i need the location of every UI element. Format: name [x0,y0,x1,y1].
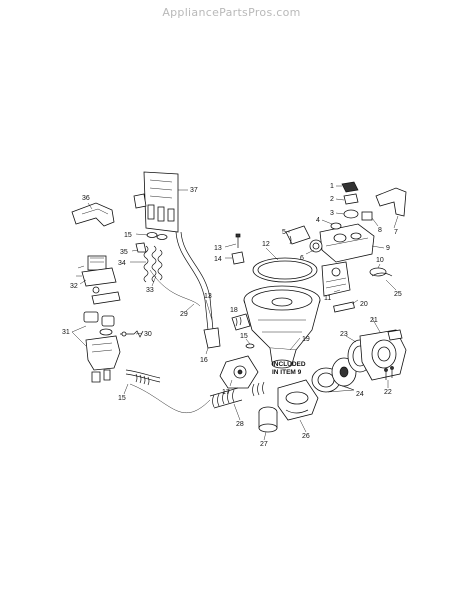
callout-26: 26 [302,433,310,440]
callout-12: 12 [262,241,270,248]
part-sump-housing [243,285,321,369]
callout-21: 21 [370,317,378,324]
part-35-clamp [135,242,147,253]
part-bellows-mid [252,381,265,397]
callout-13-top: 13 [214,245,222,252]
part-32-solenoid [76,255,121,305]
part-3-ring [343,209,359,219]
callout-30: 30 [144,331,152,338]
part-22-screws [384,366,394,380]
callout-5: 5 [282,229,286,236]
part-2-seal [343,193,359,205]
part-30-clip [120,330,144,338]
callout-36: 36 [82,195,90,202]
callout-7: 7 [394,229,398,236]
callout-16: 16 [200,357,208,364]
part-21-motor-housing [359,329,407,381]
drain-hose-route [129,383,211,413]
callout-20: 20 [360,301,368,308]
callout-24: 24 [356,391,364,398]
callout-13-mid: 13 [204,293,212,300]
part-36-cover [71,202,115,227]
part-9-body [319,223,375,263]
part-1-cap [341,181,359,193]
part-4-cup [330,222,342,230]
part-15-hose-left [125,369,161,386]
callout-33: 33 [146,287,154,294]
part-8-cap [361,211,373,221]
part-26-motor [277,379,319,421]
part-12-ring [252,257,318,283]
callout-22: 22 [384,389,392,396]
callout-11: 11 [324,295,331,302]
site-watermark: AppliancePartsPros.com [162,6,301,19]
callout-27: 27 [260,441,268,448]
part-20-pin [333,301,355,313]
part-15-rings-top [146,232,168,240]
callout-29: 29 [180,311,188,318]
callout-17: 17 [222,389,230,396]
callout-18: 18 [230,307,238,314]
callout-10: 10 [376,257,384,264]
part-10-ring [369,267,387,277]
callout-3: 3 [330,210,334,217]
part-6-seal [309,239,323,253]
callout-15-sump: 15 [240,333,248,340]
leader-lines [71,185,399,441]
callout-37: 37 [190,187,198,194]
callout-35: 35 [120,249,128,256]
note-included-line2: IN ITEM 9 [272,369,302,376]
callout-31: 31 [62,329,70,336]
callout-9: 9 [386,245,390,252]
part-33-spring [157,249,163,281]
part-27-cap [258,406,278,433]
part-11-valve [321,261,351,297]
part-28-bellows [209,387,243,409]
callout-15-top: 15 [124,232,132,239]
part-5-tube [285,225,311,245]
callout-6: 6 [300,255,304,262]
callout-2: 2 [330,196,334,203]
part-14-block [231,251,245,265]
callout-25: 25 [394,291,402,298]
part-15-ring-sump [245,343,255,349]
callout-28: 28 [236,421,244,428]
part-18-fitting [231,313,251,331]
callout-23: 23 [340,331,348,338]
callout-32: 32 [70,283,78,290]
part-13-screw [235,233,241,248]
part-37-panel [133,171,179,233]
callout-15-left: 15 [118,395,126,402]
callout-4: 4 [316,217,320,224]
part-34-spring [143,245,157,283]
part-31-assembly [83,311,121,383]
callout-1: 1 [330,183,334,190]
part-7-bracket [375,187,407,217]
part-16-bracket [203,327,221,349]
callout-19: 19 [302,336,310,343]
note-included-line1: INCLUDED [272,361,306,368]
part-17-pump [219,355,259,389]
callout-34: 34 [118,260,126,267]
callout-14: 14 [214,256,222,263]
part-25-clamp [371,272,393,277]
callout-labels: 36 37 15 35 34 33 32 31 30 15 29 13 14 1… [62,183,402,448]
callout-8: 8 [378,227,382,234]
